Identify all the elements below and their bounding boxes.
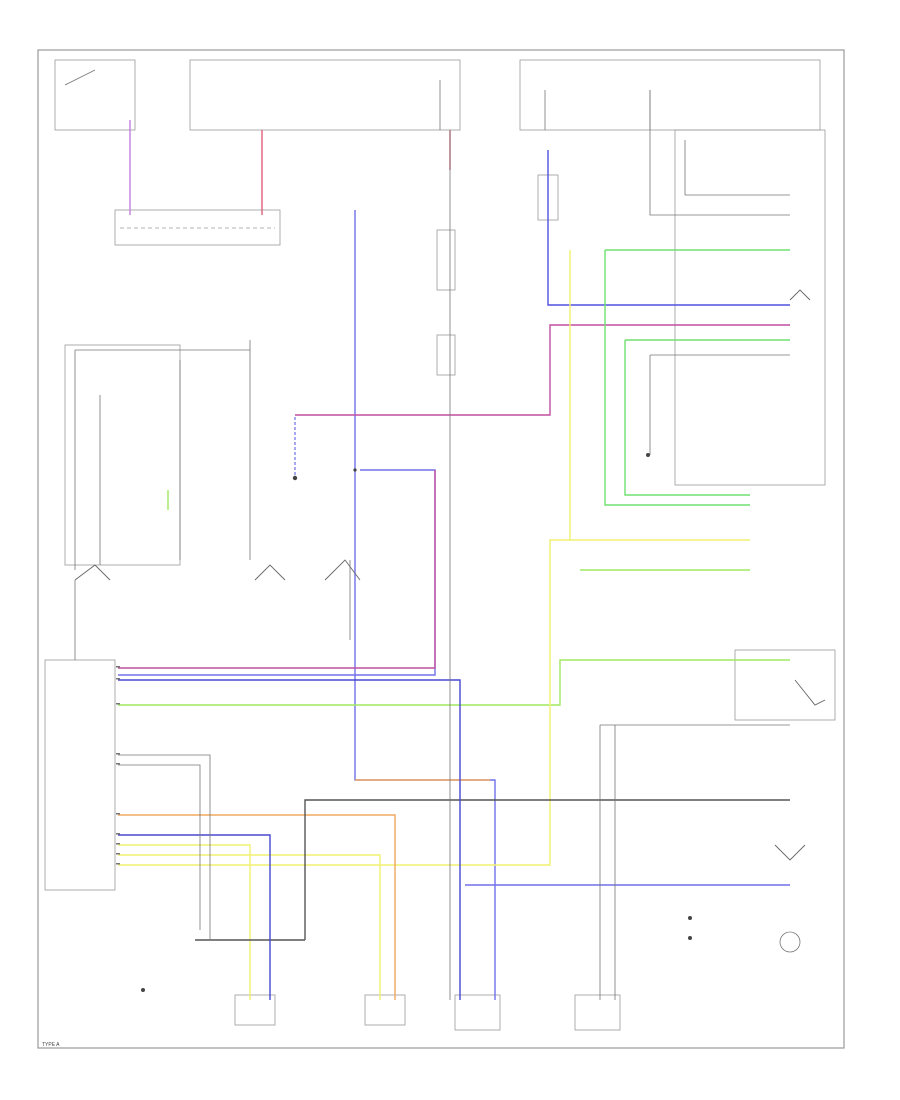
wire-yellow-4 (118, 854, 381, 1000)
sunlight-sensor (779, 931, 801, 953)
wire-green-2 (604, 250, 750, 506)
wire-blue-3 (547, 150, 790, 306)
control-unit-pins (116, 666, 120, 865)
switch-5 (794, 679, 826, 706)
right-switch-box (734, 649, 836, 721)
sensor-box-2 (364, 994, 406, 1026)
switch-1 (254, 564, 286, 581)
wire-yellow-2 (118, 539, 570, 866)
sensor-box-4 (574, 994, 621, 1031)
fuse-box-right (519, 59, 821, 131)
left-connector-block (114, 209, 281, 246)
wire-blue-1 (354, 210, 496, 1000)
wire-magenta-1 (295, 324, 790, 416)
center-relay-1 (436, 229, 456, 291)
switch-6 (774, 844, 806, 861)
automatic-control-unit (44, 659, 116, 891)
center-relay-2 (436, 334, 456, 376)
diagram-frame (37, 49, 845, 1049)
wire-blue-5 (118, 679, 461, 1000)
wire-blue-4 (118, 834, 271, 1000)
wire-lime-1 (118, 659, 790, 706)
rear-defogger-relay-box (64, 344, 181, 566)
page-tag: TYPE A (42, 1042, 60, 1048)
right-connector-box (674, 129, 826, 486)
wire-gray-1 (304, 799, 790, 940)
wire-green-4 (624, 340, 750, 496)
switch-2 (324, 559, 361, 581)
wire-orange-1 (118, 814, 396, 1000)
switch-3 (74, 564, 111, 581)
sensor-box-1 (234, 994, 276, 1026)
wire-yellow-3 (118, 844, 251, 1000)
wire-blue-2 (118, 469, 436, 676)
fuse-box-center (189, 59, 461, 131)
sensor-box-3 (454, 994, 501, 1031)
wire-magenta-2 (118, 470, 436, 669)
switch-4 (789, 289, 811, 301)
wire-yellow-1 (569, 250, 750, 541)
fuse-box-left (54, 59, 136, 131)
